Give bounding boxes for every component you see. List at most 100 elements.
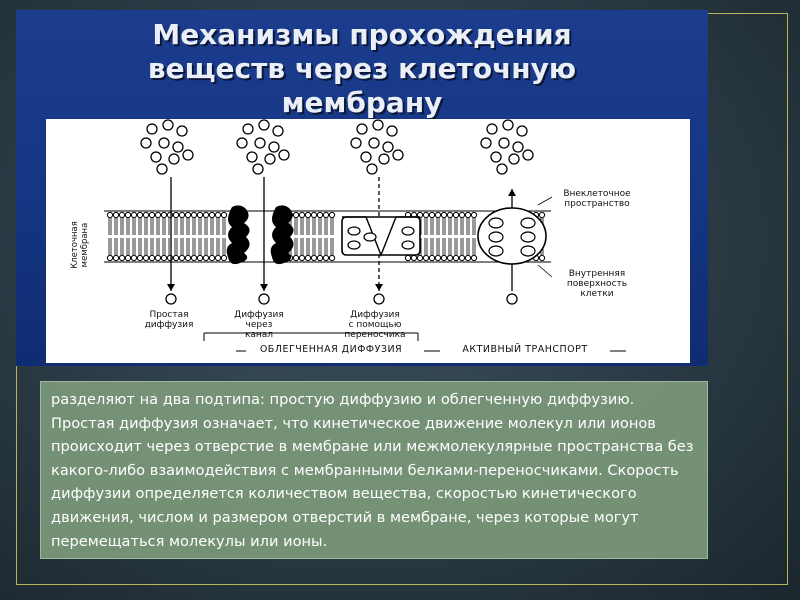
arrow-channel-diffusion-head xyxy=(260,284,268,291)
outside-leader xyxy=(538,197,552,205)
outside-label: Внеклеточное пространство xyxy=(552,189,642,209)
molecule-cluster-active xyxy=(487,124,497,134)
lipid-head xyxy=(137,255,142,260)
lipid-head xyxy=(447,212,452,217)
carrier-subunit xyxy=(402,227,414,235)
lipid-head xyxy=(471,212,476,217)
inside-leader xyxy=(538,265,552,277)
molecule-cluster-simple xyxy=(173,142,183,152)
lipid-head xyxy=(471,255,476,260)
lipid-head xyxy=(459,255,464,260)
title-line-3: мембрану xyxy=(16,86,708,120)
mechanism-channel-diffusion: Диффузия через канал xyxy=(224,310,294,340)
lipid-head xyxy=(447,255,452,260)
lipid-head xyxy=(125,255,130,260)
molecule-cluster-carrier xyxy=(373,120,383,130)
lipid-head xyxy=(185,255,190,260)
pump-subunit xyxy=(521,232,535,242)
molecule-cluster-carrier xyxy=(357,124,367,134)
molecule-cluster-channel xyxy=(243,124,253,134)
molecule-cluster-simple xyxy=(159,138,169,148)
lipid-head xyxy=(453,255,458,260)
description-text: разделяют на два подтипа: простую диффуз… xyxy=(51,388,701,553)
molecule-cluster-carrier xyxy=(383,142,393,152)
carrier-subunit xyxy=(348,227,360,235)
pump-subunit xyxy=(521,218,535,228)
molecule-cluster-simple xyxy=(163,120,173,130)
molecule-cluster-carrier xyxy=(361,152,371,162)
molecule-cluster-simple xyxy=(177,126,187,136)
lipid-head xyxy=(119,255,124,260)
molecule-cluster-carrier xyxy=(367,164,377,174)
lipid-head xyxy=(107,255,112,260)
lipid-head xyxy=(191,212,196,217)
molecule-cluster-channel xyxy=(265,154,275,164)
lipid-head xyxy=(453,212,458,217)
membrane-label: Клеточная мембрана xyxy=(70,203,90,287)
pump-subunit xyxy=(489,232,503,242)
lipid-head xyxy=(107,212,112,217)
lipid-head xyxy=(293,255,298,260)
molecule-cluster-simple xyxy=(147,124,157,134)
lipid-head xyxy=(465,212,470,217)
molecule-cluster-active xyxy=(481,138,491,148)
lipid-head xyxy=(179,255,184,260)
molecule-cluster-channel xyxy=(237,138,247,148)
channel-protein-left xyxy=(227,205,250,264)
lipid-head xyxy=(323,255,328,260)
molecule-cluster-carrier xyxy=(351,138,361,148)
slide-title: Механизмы прохождения веществ через клет… xyxy=(16,18,708,120)
molecule-cluster-channel xyxy=(279,150,289,160)
molecule-cluster-channel xyxy=(255,138,265,148)
molecule-transported xyxy=(507,294,517,304)
lipid-head xyxy=(137,212,142,217)
description-box: разделяют на два подтипа: простую диффуз… xyxy=(40,381,708,559)
lipid-head xyxy=(209,255,214,260)
lipid-head xyxy=(221,212,226,217)
molecule-cluster-active xyxy=(491,152,501,162)
lipid-head xyxy=(131,212,136,217)
lipid-head xyxy=(179,212,184,217)
lipid-head xyxy=(143,212,148,217)
molecule-cluster-carrier xyxy=(387,126,397,136)
molecule-transported xyxy=(374,294,384,304)
lipid-head xyxy=(173,255,178,260)
lipid-head xyxy=(305,212,310,217)
active-pump xyxy=(478,208,546,264)
lipid-head xyxy=(191,255,196,260)
molecule-cluster-channel xyxy=(269,142,279,152)
molecule-cluster-channel xyxy=(253,164,263,174)
molecule-cluster-active xyxy=(523,150,533,160)
lipid-head xyxy=(405,255,410,260)
lipid-head xyxy=(113,255,118,260)
lipid-head xyxy=(539,212,544,217)
pump-subunit xyxy=(521,246,535,256)
lipid-head xyxy=(423,255,428,260)
lipid-head xyxy=(221,255,226,260)
lipid-head xyxy=(311,255,316,260)
molecule-cluster-carrier xyxy=(379,154,389,164)
molecule-cluster-channel xyxy=(273,126,283,136)
lipid-head xyxy=(161,255,166,260)
lipid-head xyxy=(311,212,316,217)
molecule-cluster-channel xyxy=(259,120,269,130)
lipid-head xyxy=(203,212,208,217)
lipid-head xyxy=(299,212,304,217)
lipid-head xyxy=(185,212,190,217)
molecule-cluster-active xyxy=(513,142,523,152)
molecule-cluster-active xyxy=(499,138,509,148)
molecule-cluster-carrier xyxy=(393,150,403,160)
lipid-head xyxy=(317,212,322,217)
lipid-head xyxy=(197,212,202,217)
lipid-head xyxy=(167,255,172,260)
molecule-cluster-active xyxy=(497,164,507,174)
molecule-cluster-simple xyxy=(183,150,193,160)
lipid-head xyxy=(293,212,298,217)
lipid-head xyxy=(125,212,130,217)
lipid-head xyxy=(429,255,434,260)
molecule-transported xyxy=(259,294,269,304)
inside-label: Внутренняя поверхность клетки xyxy=(552,269,642,299)
lipid-head xyxy=(167,212,172,217)
lipid-head xyxy=(329,212,334,217)
lipid-head xyxy=(155,255,160,260)
